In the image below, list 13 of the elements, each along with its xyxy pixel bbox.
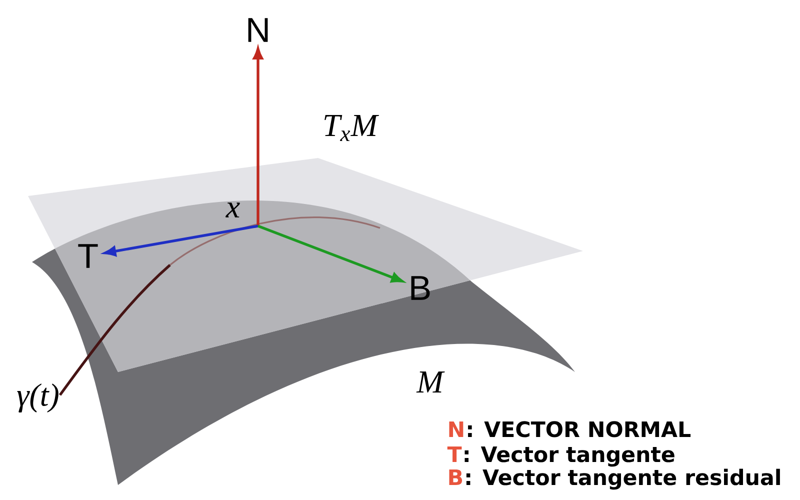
vector-label: N bbox=[248, 18, 268, 42]
legend-text: : VECTOR NORMAL bbox=[468, 421, 691, 438]
vector-label: B bbox=[411, 276, 430, 300]
legend-letter: T bbox=[447, 446, 462, 462]
legend-letter: N bbox=[449, 421, 464, 437]
math-label: x bbox=[226, 202, 240, 218]
math-label: γ(t) bbox=[17, 384, 58, 413]
vector-label: T bbox=[78, 244, 98, 268]
math-label: T$_{x}$M bbox=[324, 115, 379, 141]
legend-letter: B bbox=[449, 469, 462, 485]
legend-text: : Vector tangente bbox=[464, 446, 674, 467]
legend-text: : Vector tangente residual bbox=[466, 468, 780, 490]
math-label: M bbox=[416, 372, 445, 392]
